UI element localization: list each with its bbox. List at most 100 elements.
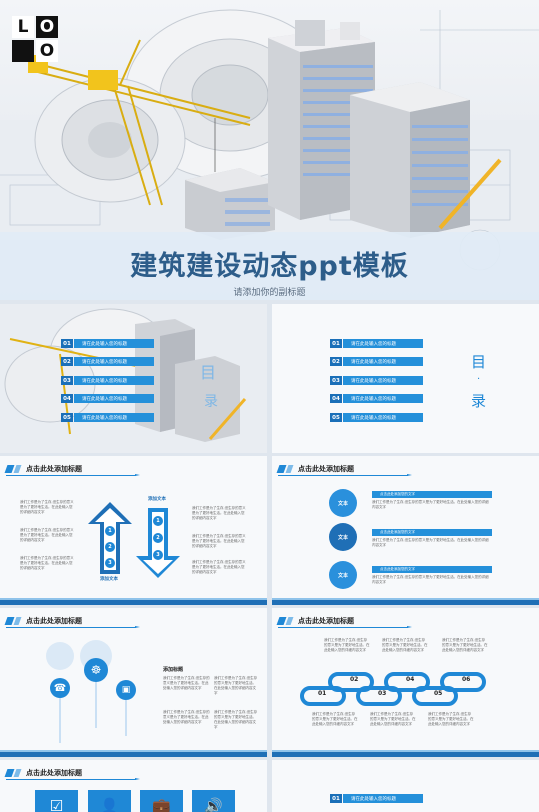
- slide-toc-repeat[interactable]: 01 请在此处输入您的标题: [272, 760, 539, 812]
- slide-icons[interactable]: 点击此处添加标题 ☑ 👤 💼 🔊: [0, 760, 267, 812]
- slide-footer: [0, 752, 267, 757]
- toc-num-3: 03: [330, 376, 342, 385]
- up-arrow-num-2: 2: [105, 542, 115, 552]
- hero-slide: L O O 建筑建设动态ppt模板 请添加你的副标题: [0, 0, 539, 300]
- body-text-2: 我们工作是为了生存,但生存的意义是为了更好地生活。在此处输入您的详细内容文字: [20, 528, 74, 542]
- toc-item-3[interactable]: 请在此处输入您的标题: [343, 376, 423, 385]
- down-arrow-num-2: 2: [153, 533, 163, 543]
- circle-text-1: 我们工作是为了生存,但生存的意义是为了更好地生活。在此处输入您的详细内容文字: [372, 500, 489, 509]
- header-rule: [6, 778, 140, 780]
- toc-num-1: 01: [330, 339, 342, 348]
- up-arrow-num-3: 3: [105, 558, 115, 568]
- chain-num-3: 03: [378, 690, 387, 697]
- header-rule: [278, 474, 412, 476]
- cover-menu-num-1: 01: [61, 339, 73, 348]
- body-text-5: 我们工作是为了生存,但生存的意义是为了更好地生活。在此处输入您的详细内容文字: [192, 534, 246, 548]
- down-arrow-num-3: 3: [153, 550, 163, 560]
- pins-text-2: 我们工作是为了生存,但生存的意义是为了更好地生活。在此处输入您的详细内容文字: [163, 710, 210, 724]
- slide-cover-menu[interactable]: 目 录 01 请在此处输入您的标题 02 请在此处输入您的标题 03 请在此处输…: [0, 304, 267, 453]
- cover-menu-item-1[interactable]: 请在此处输入您的标题: [74, 339, 154, 348]
- page-title: 建筑建设动态ppt模板: [130, 251, 409, 282]
- chain-text-5: 我们工作是为了生存,但生存的意义是为了更好地生活。在此处输入您的详细内容文字: [370, 712, 416, 726]
- slide-footer: [272, 600, 539, 605]
- briefcase-icon: 💼: [140, 790, 183, 812]
- logo-tile-1: L: [12, 16, 34, 38]
- user-icon: 👤: [88, 790, 131, 812]
- pins-heading: 添加标题: [163, 667, 184, 673]
- chain-text-1: 我们工作是为了生存,但生存的意义是为了更好地生活。在此处输入您的详细内容文字: [324, 638, 370, 652]
- toc-num-5: 05: [330, 413, 342, 422]
- chain-num-4: 04: [406, 676, 415, 683]
- slide-footer: [0, 600, 267, 605]
- chain-num-2: 02: [350, 676, 359, 683]
- toc-item-1[interactable]: 请在此处输入您的标题: [343, 339, 423, 348]
- chain-num-1: 01: [318, 690, 327, 697]
- slide-footer-accent: [272, 750, 539, 752]
- slide-arrows[interactable]: 点击此处添加标题 我们工作是为了生存,但生存的意义是为了更好地生活。在此处输入您…: [0, 456, 267, 605]
- header-rule: [6, 474, 140, 476]
- toc-item-5[interactable]: 请在此处输入您的标题: [343, 413, 423, 422]
- cover-menu-item-3[interactable]: 请在此处输入您的标题: [74, 376, 154, 385]
- chain-num-5: 05: [434, 690, 443, 697]
- toc-repeat-item-1[interactable]: 请在此处输入您的标题: [343, 794, 423, 803]
- body-text-6: 我们工作是为了生存,但生存的意义是为了更好地生活。在此处输入您的详细内容文字: [192, 560, 246, 574]
- slide-footer-accent: [0, 750, 267, 752]
- slide-footer-accent: [272, 598, 539, 600]
- body-text-1: 我们工作是为了生存,但生存的意义是为了更好地生活。在此处输入您的详细内容文字: [20, 500, 74, 514]
- slide-footer-accent: [0, 598, 267, 600]
- chain-text-3: 我们工作是为了生存,但生存的意义是为了更好地生活。在此处输入您的详细内容文字: [442, 638, 488, 652]
- cover-menu-num-2: 02: [61, 357, 73, 366]
- chain-diagram: [300, 672, 486, 706]
- header-rule: [6, 626, 140, 628]
- slide-chain[interactable]: 点击此处添加标题 01 02 03 04 05 06 我们工作是为了生存,但生存…: [272, 608, 539, 757]
- slide-toc[interactable]: 01 请在此处输入您的标题 02 请在此处输入您的标题 03 请在此处输入您的标…: [272, 304, 539, 453]
- slide-pins[interactable]: 点击此处添加标题 ☎ ☸ ▣ 添加标题 我们工作是为了生存,但生存的意义是为了更…: [0, 608, 267, 757]
- cover-menu-item-5[interactable]: 请在此处输入您的标题: [74, 413, 154, 422]
- cover-menu-num-5: 05: [61, 413, 73, 422]
- chain-text-6: 我们工作是为了生存,但生存的意义是为了更好地生活。在此处输入您的详细内容文字: [428, 712, 474, 726]
- toc-heading-dot: ·: [477, 374, 481, 385]
- slide-footer: [272, 752, 539, 757]
- slide-circles[interactable]: 点击此处添加标题 文本 文本 文本 点击此处添加您的文字 我们工作是为了生存,但…: [272, 456, 539, 605]
- chain-num-6: 06: [462, 676, 471, 683]
- checklist-icon: ☑: [35, 790, 78, 812]
- toc-heading-char-1: 目: [471, 353, 487, 371]
- text-circle-3: 文本: [329, 561, 357, 589]
- slide-header: 点击此处添加标题: [276, 614, 354, 628]
- logo-tile-4: O: [36, 40, 58, 62]
- toc-repeat-num-1: 01: [330, 794, 342, 803]
- body-text-3: 我们工作是为了生存,但生存的意义是为了更好地生活。在此处输入您的详细内容文字: [20, 556, 74, 570]
- cover-menu-item-4[interactable]: 请在此处输入您的标题: [74, 394, 154, 403]
- slide-header: 点击此处添加标题: [4, 766, 82, 780]
- circle-text-3: 我们工作是为了生存,但生存的意义是为了更好地生活。在此处输入您的详细内容文字: [372, 575, 489, 584]
- up-arrow-num-1: 1: [105, 526, 115, 536]
- wheel-icon: ☸: [84, 658, 108, 682]
- page-subtitle: 请添加你的副标题: [233, 288, 306, 298]
- pins-text-1: 我们工作是为了生存,但生存的意义是为了更好地生活。在此处输入您的详细内容文字: [163, 676, 210, 690]
- circle-bar-3: 点击此处添加您的文字: [372, 566, 492, 573]
- down-arrow-num-1: 1: [153, 516, 163, 526]
- cover-menu-item-2[interactable]: 请在此处输入您的标题: [74, 357, 154, 366]
- toc-num-4: 04: [330, 394, 342, 403]
- logo-tile-3: [12, 40, 34, 62]
- cover-toc-char-1: 目: [200, 363, 217, 382]
- text-circle-2: 文本: [329, 523, 357, 551]
- document-icon: ▣: [116, 680, 136, 700]
- arrow-label-bottom: 添加文本: [100, 577, 118, 582]
- slide-header: 点击此处添加标题: [4, 614, 82, 628]
- header-rule: [278, 626, 412, 628]
- speaker-icon: 🔊: [192, 790, 235, 812]
- circle-bar-1: 点击此处添加您的文字: [372, 491, 492, 498]
- toc-num-2: 02: [330, 357, 342, 366]
- toc-item-4[interactable]: 请在此处输入您的标题: [343, 394, 423, 403]
- body-text-4: 我们工作是为了生存,但生存的意义是为了更好地生活。在此处输入您的详细内容文字: [192, 506, 246, 520]
- hero-illustration: [0, 9, 539, 271]
- toc-item-2[interactable]: 请在此处输入您的标题: [343, 357, 423, 366]
- chain-text-2: 我们工作是为了生存,但生存的意义是为了更好地生活。在此处输入您的详细内容文字: [382, 638, 428, 652]
- chain-text-4: 我们工作是为了生存,但生存的意义是为了更好地生活。在此处输入您的详细内容文字: [312, 712, 358, 726]
- cover-menu-num-4: 04: [61, 394, 73, 403]
- logo-tile-2: O: [36, 16, 58, 38]
- cover-toc-char-3: 录: [204, 394, 218, 410]
- cover-menu-num-3: 03: [61, 376, 73, 385]
- pins-text-4: 我们工作是为了生存,但生存的意义是为了更好地生活。在此处输入您的详细内容文字: [214, 710, 258, 729]
